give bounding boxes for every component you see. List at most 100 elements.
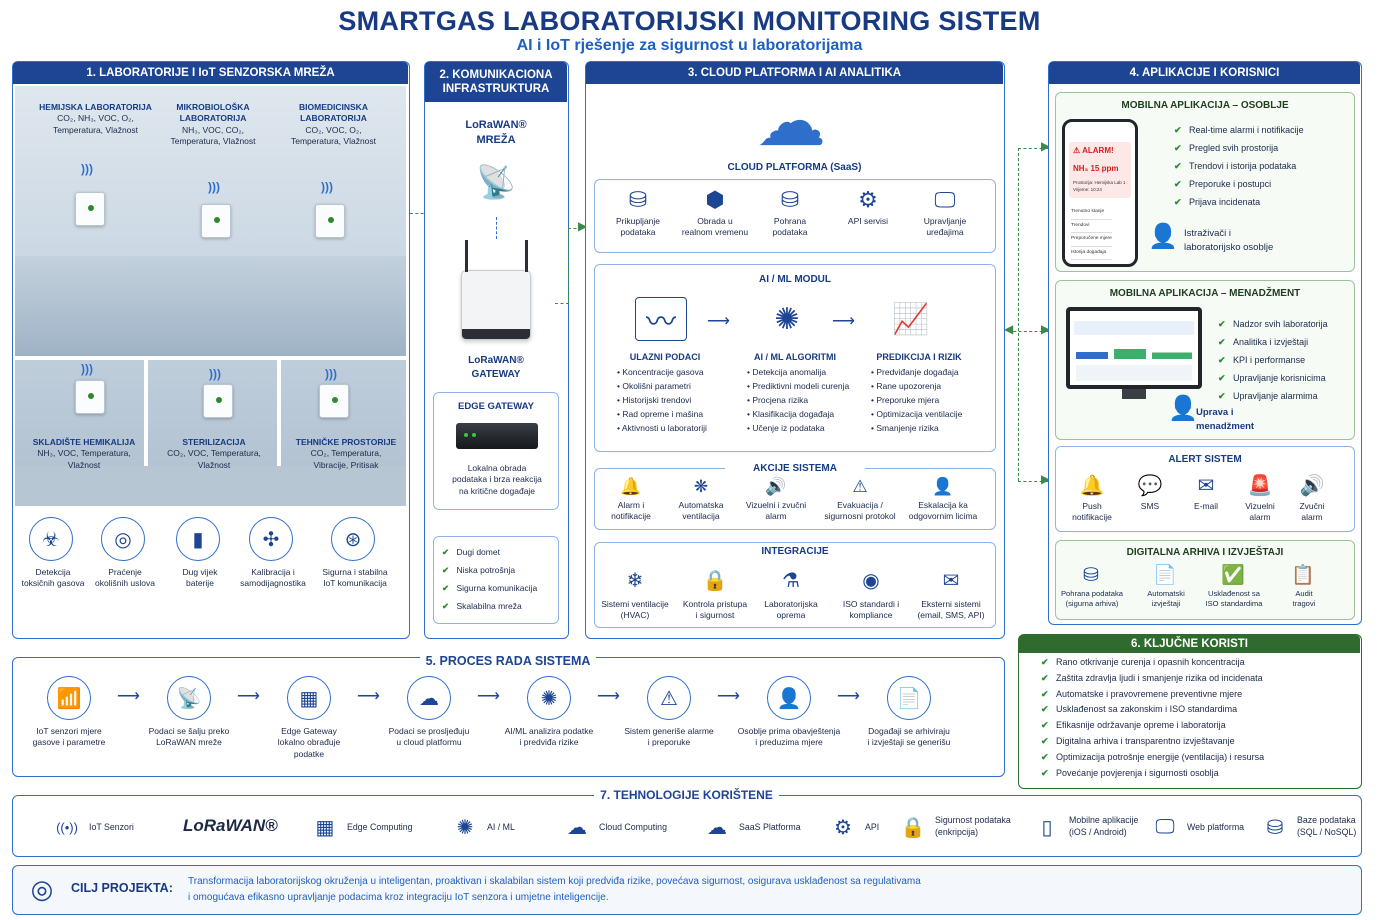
warning-icon: ⚠ xyxy=(647,676,691,720)
flow-connector xyxy=(1008,331,1048,332)
arrow-right-icon: ▶ xyxy=(1041,139,1051,153)
ai-col-item: Rad opreme i mašina xyxy=(617,407,707,421)
gateway-device xyxy=(461,270,531,340)
section-technologies-title-text: 7. TEHNOLOGIJE KORIŠTENE xyxy=(594,788,779,802)
arrow-right-icon: ⟶ xyxy=(237,688,260,705)
phone-menu-item[interactable]: Trendovi xyxy=(1071,220,1112,233)
page-title: SMARTGAS LABORATORIJSKI MONITORING SISTE… xyxy=(338,6,1041,36)
archive-label: Automatski izvještaji xyxy=(1147,589,1185,609)
system-actions-box: AKCIJE SISTEMA 🔔Alarm i notifikacije❋Aut… xyxy=(594,462,996,530)
ai-col-list: Detekcija anomalijaPrediktivni modeli cu… xyxy=(747,365,849,435)
section-labs: 1. LABORATORIJE I IoT SENZORSKA MREŽA HE… xyxy=(12,61,410,639)
comm-feature-item: Dugi domet xyxy=(442,543,537,561)
benefit-item: Efikasnije održavanje opreme i laborator… xyxy=(1041,718,1264,734)
lab-chem: HEMIJSKA LABORATORIJA CO₂, NH₃, VOC, O₂,… xyxy=(33,102,158,136)
phone-menu-item[interactable]: Istorija događaja xyxy=(1071,247,1112,260)
lab-name: STERILIZACIJA xyxy=(182,437,246,447)
ai-col-item: Predviđanje događaja xyxy=(871,365,962,379)
ai-ml-module-box: AI / ML MODUL 〰ULAZNI PODACIKoncentracij… xyxy=(594,264,996,452)
section-process: 5. PROCES RADA SISTEMA 📶IoT senzori mjer… xyxy=(12,654,1005,777)
ai-col-item: Prediktivni modeli curenja xyxy=(747,379,849,393)
lab-params: NH₃, VOC, CO₂, Temperatura, Vlažnost xyxy=(170,124,256,147)
ai-ml-icon: ✺ xyxy=(456,816,474,839)
wifi-icon: ))) xyxy=(325,367,337,381)
ai-col-item: Historijski trendovi xyxy=(617,393,707,407)
ai-col-item: Preporuke mjera xyxy=(871,393,962,407)
tech-label: IoT Senzori xyxy=(89,822,134,832)
phone-alarm-text: ALARM! xyxy=(1082,146,1114,155)
security-lock-icon: 🔒 xyxy=(900,816,926,839)
cloud-platform-icon: ☁ xyxy=(756,82,826,160)
ai-col-list: Predviđanje događajaRane upozorenjaPrepo… xyxy=(871,365,962,435)
tech-label: API xyxy=(865,822,880,832)
page-subtitle: AI i IoT rješenje za sigurnost u laborat… xyxy=(516,37,863,54)
action-label: Evakuacija / sigurnosni protokol xyxy=(824,500,896,522)
mobile-staff-title: MOBILNA APLIKACIJA – OSOBLJE xyxy=(1121,100,1289,111)
feature-label: Kalibracija i samodijagnostika xyxy=(240,567,306,589)
arrow-left-icon: ◀ xyxy=(1004,322,1014,336)
benefit-item: Zaštita zdravlja ljudi i smanjenje rizik… xyxy=(1041,671,1264,687)
ai-ml-title: AI / ML MODUL xyxy=(758,274,832,285)
ai-col-title: ULAZNI PODACI xyxy=(629,352,701,362)
edge-computing-icon: ▦ xyxy=(315,816,335,839)
cloud-computing-icon: ☁ xyxy=(567,816,587,839)
iot-sensor-icon: ((•)) xyxy=(56,819,78,835)
lab-biomed: BIOMEDICINSKA LABORATORIJA CO₂, VOC, O₂,… xyxy=(271,102,396,148)
mobile-mgmt-box: MOBILNA APLIKACIJA – MENADŽMENT Nadzor s… xyxy=(1055,280,1355,440)
process-step-label: Podaci se šalju preko LoRaWAN mreže xyxy=(148,726,230,748)
lab-sterilization: STERILIZACIJA CO₂, VOC, Temperatura, Vla… xyxy=(151,437,277,471)
staff-feature-item: Prijava incidenata xyxy=(1174,193,1304,211)
process-step-label: Osoblje prima obavještenja i preduzima m… xyxy=(737,726,841,748)
process-step-label: IoT senzori mjere gasove i parametre xyxy=(32,726,106,748)
antenna-tower-icon: 📡 xyxy=(476,164,516,200)
flow-connector xyxy=(1018,481,1048,482)
edge-gateway-box: EDGE GATEWAY Lokalna obrada podataka i b… xyxy=(433,392,559,510)
section-benefits: 6. KLJUČNE KORISTI Rano otkrivanje curen… xyxy=(1018,634,1362,789)
comm-features-box: Dugi dometNiska potrošnjaSigurna komunik… xyxy=(433,536,559,624)
alert-label: E-mail xyxy=(1193,501,1219,511)
compliance-icon: ✅ xyxy=(1221,565,1245,586)
benefit-item: Rano otkrivanje curenja i opasnih koncen… xyxy=(1041,655,1264,671)
tech-label: AI / ML xyxy=(487,822,515,832)
ai-col-list: Koncentracije gasovaOkolišni parametriHi… xyxy=(617,365,707,435)
arrow-right-icon: ⟶ xyxy=(597,688,620,705)
flow-connector xyxy=(568,228,582,229)
mobile-staff-box: MOBILNA APLIKACIJA – OSOBLJE ⚠ ALARM! NH… xyxy=(1055,92,1355,272)
monitor-stand xyxy=(1122,389,1146,399)
tech-label: Edge Computing xyxy=(347,822,413,832)
flow-connector xyxy=(568,228,569,304)
tech-label: Baze podataka (SQL / NoSQL) xyxy=(1297,815,1357,837)
service-label: Pohrana podataka xyxy=(772,216,808,238)
gateway-antenna-left xyxy=(465,240,468,272)
wifi-icon: ))) xyxy=(321,180,333,194)
target-goal-icon: ◎ xyxy=(30,873,54,904)
fan-icon: ❋ xyxy=(693,477,709,496)
sms-icon: 💬 xyxy=(1137,474,1163,497)
arrow-right-icon: ⟶ xyxy=(717,688,740,705)
benefits-list: Rano otkrivanje curenja i opasnih koncen… xyxy=(1041,655,1264,781)
person-icon: 👤 xyxy=(932,477,954,496)
phone-menu-item[interactable]: Trenutno stanje xyxy=(1071,206,1112,220)
arrow-right-icon: ⟶ xyxy=(357,688,380,705)
wifi-icon: ))) xyxy=(81,362,93,376)
lab-name: SKLADIŠTE HEMIKALIJA xyxy=(32,437,136,447)
lorawan-logo-icon: LoRaWAN® xyxy=(183,816,278,835)
database-tech-icon: ⛁ xyxy=(1266,816,1284,839)
archive-label: Pohrana podataka (sigurna arhiva) xyxy=(1060,589,1124,609)
system-actions-title: AKCIJE SISTEMA xyxy=(725,462,865,476)
action-label: Automatska ventilacija xyxy=(678,500,724,522)
section-process-title: 5. PROCES RADA SISTEMA xyxy=(13,654,1003,668)
lab-micro: MIKROBIOLOŠKA LABORATORIJA NH₃, VOC, CO₂… xyxy=(153,102,273,148)
staff-feature-item: Preporuke i postupci xyxy=(1174,175,1304,193)
ai-col-item: Optimizacija ventilacije xyxy=(871,407,962,421)
integrations-box: INTEGRACIJE ❄Sistemi ventilacije (HVAC)🔒… xyxy=(594,542,996,628)
phone-time: Vrijeme: 10:24 xyxy=(1073,187,1102,192)
arrow-right-icon: ⟶ xyxy=(837,688,860,705)
section-communication: 2. KOMUNIKACIONA INFRASTRUKTURA LoRaWAN®… xyxy=(424,61,569,639)
phone-menu-item[interactable]: Preporučene mjere xyxy=(1071,233,1112,247)
mobile-staff-user: Istraživači i laboratorijsko osoblje xyxy=(1184,228,1274,253)
section-communication-title: 2. KOMUNIKACIONA INFRASTRUKTURA xyxy=(425,62,567,102)
archive-title: DIGITALNA ARHIVA I IZVJEŠTAJI xyxy=(1126,547,1284,558)
tech-label: Web platforma xyxy=(1187,822,1245,832)
lab-params: CO₂, NH₃, VOC, O₂, Temperatura, Vlažnost xyxy=(52,113,139,135)
